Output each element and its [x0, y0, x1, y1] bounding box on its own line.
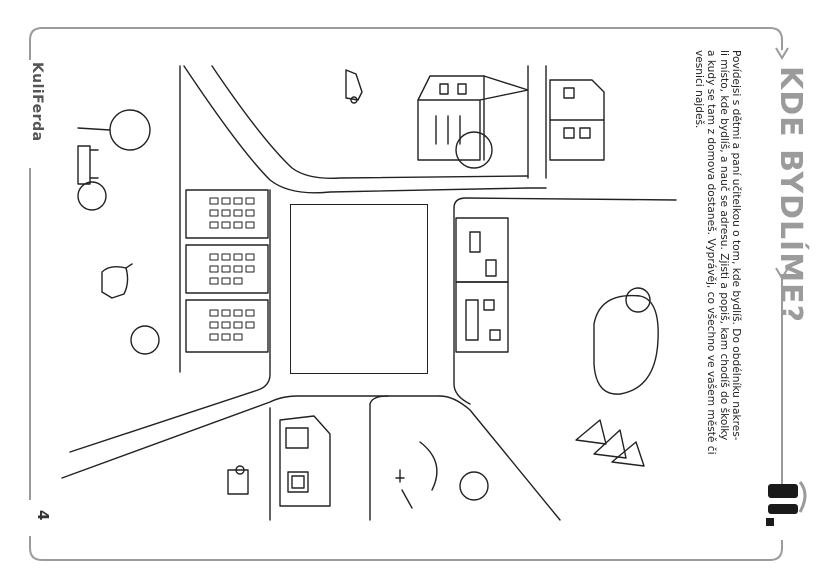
apartment-blocks: [185, 189, 269, 353]
page-title: KDE BYDLÍME?: [773, 66, 808, 323]
lower-house: [279, 415, 331, 507]
house: [549, 79, 605, 161]
page-number: 4: [34, 510, 52, 521]
playground: [395, 441, 438, 509]
address-drawing-box[interactable]: [290, 204, 428, 374]
question-mark-icon: [766, 481, 807, 526]
instruction-line: Povídejsi s dětmi a paní učitelkou o tom…: [730, 50, 742, 441]
brand-logo: KuliFerdа: [29, 62, 45, 142]
instruction-line: a kudy se tam z domova dostaneš. Vyprávě…: [705, 50, 718, 455]
car-icon: [345, 69, 363, 104]
tree-icon: [77, 109, 651, 501]
bike-icon: [227, 465, 249, 495]
church-icon: [417, 75, 529, 161]
roads: [61, 65, 677, 521]
pond: [593, 294, 659, 395]
shops: [455, 217, 509, 353]
dog-icon: [101, 263, 133, 299]
bench-icon: [77, 145, 99, 185]
instruction-line: li místo, kde bydlíš, a nauč se adresu. …: [717, 50, 730, 441]
instruction-line: vesnici najdeš.: [692, 50, 705, 129]
instructions-text: Povídejsi s dětmi a paní učitelkou o tom…: [692, 50, 742, 455]
